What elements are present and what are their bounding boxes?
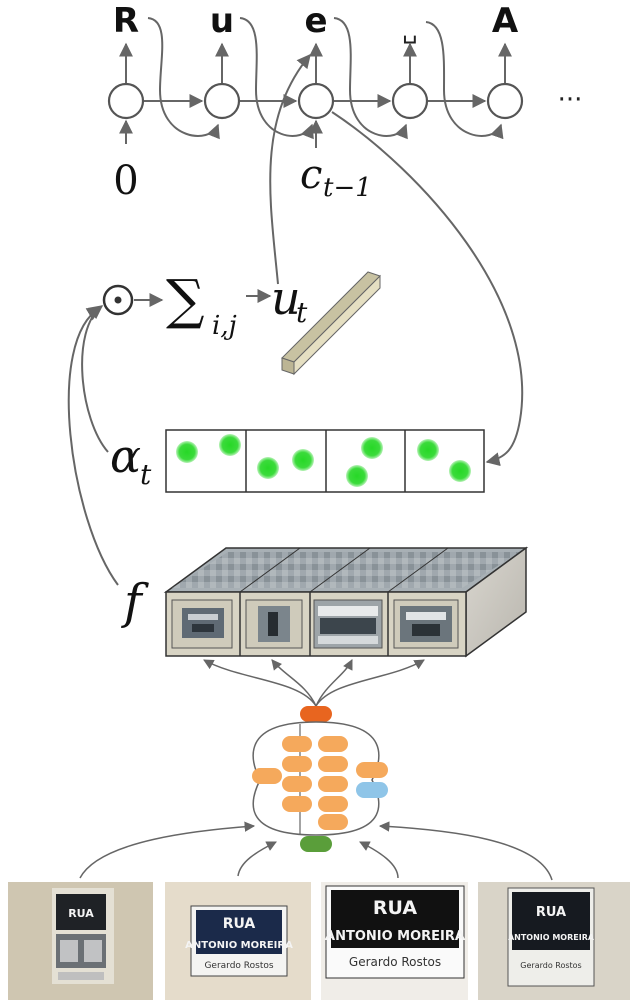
input-images: RUA RUA ANTONIO MOREIRA Gerardo Rostos R… [8,882,630,1000]
initial-input-label: 0 [113,158,138,204]
decoder-node-4 [391,82,429,120]
u-subscript: t [296,296,308,329]
inception-node [282,796,312,812]
image-to-cnn-arrow [79,821,256,879]
feature-slice [239,592,303,656]
inception-node [282,736,312,752]
image-to-cnn-arrow [237,841,277,877]
inception-node [282,756,312,772]
sign-photo-1-line1: RUA [68,907,94,920]
cnn-to-feature-arrow [203,659,317,707]
sign-photo-4: RUA ANTONIO MOREIRA Gerardo Rostos [478,882,630,1000]
alpha-label: α [110,429,141,483]
inception-node [318,756,348,772]
output-char-e: e [304,1,327,41]
image-to-cnn-arrow [359,841,399,879]
feature-to-odot-arrow [67,307,119,586]
context-vector-rod [281,271,381,376]
sign-photo-2-line1: RUA [223,916,256,932]
alpha-subscript: t [140,458,152,491]
odot-dot [114,296,122,304]
sum-symbol: ∑ [166,268,205,331]
feedback-loop-1 [147,17,220,140]
sign-photo-4-line3: Gerardo Rostos [520,961,581,970]
u-to-decoder-arrow [269,53,311,285]
attention-dot [219,434,241,456]
feedback-loop-3 [333,17,408,140]
decoder-node-3 [297,82,335,120]
sign-photo-3: RUA ANTONIO MOREIRA Gerardo Rostos [321,882,468,1000]
attention-dot [417,439,439,461]
feature-top-edge [387,547,449,593]
decoder-node-1 [107,82,145,120]
ellipsis: ··· [558,85,583,115]
inception-node [356,762,388,778]
inception-node-blue [356,782,388,798]
context-subscript: t−1 [323,173,372,203]
decoder-chain: R u e ␣ A ··· 0 c t−1 [107,1,583,204]
sign-photo-4-line2: ANTONIO MOREIRA [508,933,595,942]
feature-top-edge [309,547,371,593]
sign-photo-1: RUA [8,882,153,1000]
image-to-cnn-arrow [378,821,553,881]
state-to-attention-arrow [331,111,524,467]
inception-node [252,768,282,784]
feedback-loop-2 [239,17,314,140]
cnn-to-feature-arrow [315,659,425,707]
feature-label: f [121,574,149,630]
u-label: u [271,271,301,325]
sign-photo-4-line1: RUA [536,905,566,920]
inception-input-node [300,836,332,852]
inception-output-node [300,706,332,722]
inception-node [318,736,348,752]
sum-subscript: i,j [212,311,237,341]
decoder-node-5 [486,82,524,120]
inception-outline [315,721,380,836]
output-char-space: ␣ [402,16,417,44]
sign-photo-3-line3: Gerardo Rostos [349,955,441,969]
attention-dot [449,460,471,482]
feature-slice [309,592,383,656]
inception-node [318,814,348,830]
output-char-u: u [210,1,234,41]
inception-node [282,776,312,792]
feature-top-edge [239,547,301,593]
attention-block: ∑ i,j u t [102,53,524,467]
sign-photo-3-line1: RUA [373,897,417,919]
feature-slice [387,592,459,656]
output-char-a: A [492,1,519,41]
sign-photo-2: RUA ANTONIO MOREIRA Gerardo Rostos [165,882,311,1000]
attention-dot [257,457,279,479]
feature-slice [171,599,233,649]
output-char-r: R [113,1,139,41]
decoder-node-2 [203,82,241,120]
attention-dot [361,437,383,459]
context-label: c [300,152,322,198]
sign-photo-2-line2: ANTONIO MOREIRA [185,940,293,951]
attention-dot [292,449,314,471]
attention-map-frame [165,429,485,493]
sign-photo-3-line2: ANTONIO MOREIRA [325,929,465,944]
feedback-loop-4 [425,21,504,140]
cnn-to-feature-arrow [315,659,353,707]
attention-dot [346,465,368,487]
attention-dot [176,441,198,463]
inception-node [318,776,348,792]
alpha-to-odot-arrow [81,305,109,453]
sign-photo-2-line3: Gerardo Rostos [204,961,273,971]
inception-block [79,659,553,881]
cnn-to-feature-arrow [271,659,317,707]
attention-map: α t [81,305,485,493]
feature-volume: f [67,307,529,658]
inception-node [318,796,348,812]
feature-top-texture [172,552,520,588]
